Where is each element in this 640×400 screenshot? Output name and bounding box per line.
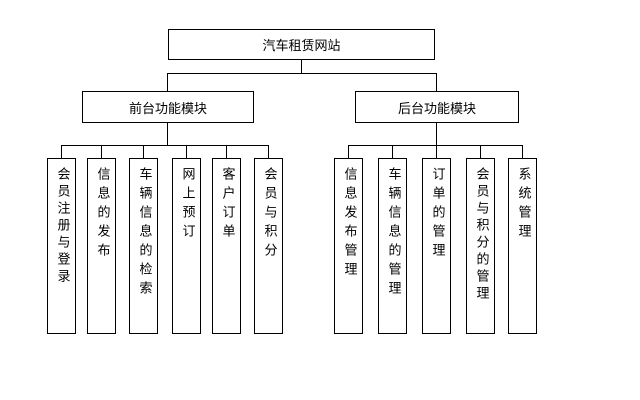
module-label: 会员注册与登录	[54, 167, 70, 286]
branch-node-label: 后台功能模块	[397, 101, 476, 117]
root-node: 汽车租赁网站	[168, 29, 435, 60]
module-label: 客户订单	[219, 167, 235, 243]
module-label: 车辆信息的管理	[385, 167, 401, 300]
module-box: 信息的发布	[87, 158, 116, 334]
branch-node-label: 前台功能模块	[128, 101, 207, 117]
module-box: 网上预订	[172, 158, 201, 334]
module-box: 会员注册与登录	[47, 158, 76, 334]
module-label: 信息的发布	[94, 167, 110, 262]
branch-node-frontend: 前台功能模块	[82, 91, 254, 123]
module-label: 会员与积分	[261, 167, 277, 262]
module-label: 系统管理	[515, 167, 531, 243]
module-label: 会员与积分的管理	[473, 167, 489, 303]
module-box: 系统管理	[508, 158, 537, 334]
module-label: 订单的管理	[429, 167, 445, 262]
module-label: 网上预订	[179, 167, 195, 243]
module-box: 会员与积分的管理	[466, 158, 495, 334]
root-node-label: 汽车租赁网站	[262, 39, 341, 54]
module-box: 车辆信息的管理	[378, 158, 407, 334]
module-box: 会员与积分	[254, 158, 283, 334]
module-box: 车辆信息的检索	[129, 158, 158, 334]
module-label: 信息发布管理	[341, 167, 357, 281]
module-box: 信息发布管理	[334, 158, 363, 334]
module-label: 车辆信息的检索	[136, 167, 152, 300]
module-box: 订单的管理	[422, 158, 451, 334]
branch-node-backend: 后台功能模块	[355, 91, 519, 123]
module-box: 客户订单	[212, 158, 241, 334]
